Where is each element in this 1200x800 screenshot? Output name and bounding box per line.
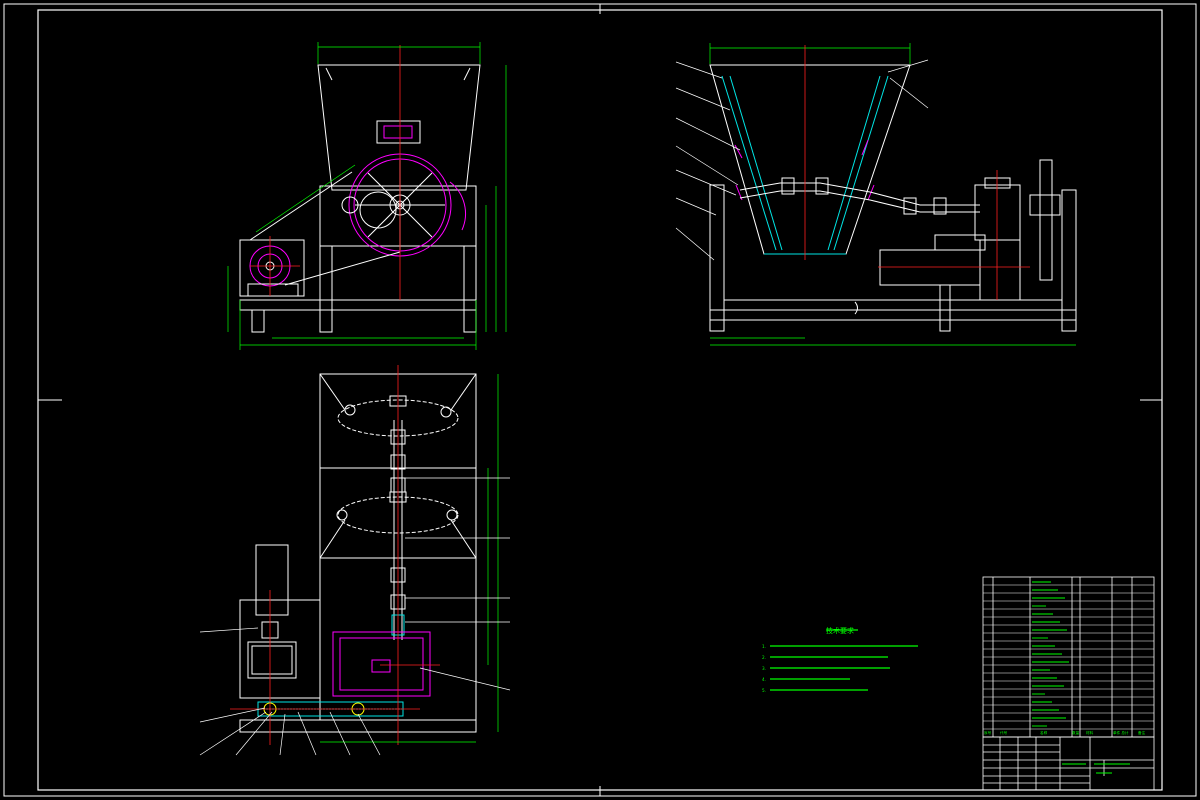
drawing-frame bbox=[3, 3, 1197, 797]
bom-header-label: 备注 bbox=[1138, 730, 1146, 735]
bom-header-label: 名称 bbox=[1040, 730, 1048, 735]
tech-requirements: 技术要求 1. 2. 3. 4. 5. bbox=[762, 626, 918, 693]
tech-requirement-5: 5. bbox=[762, 688, 766, 693]
front-view bbox=[227, 42, 507, 350]
bom-header-label: 数量 bbox=[1072, 730, 1080, 735]
bom-header-label: 单件 总计 bbox=[1113, 730, 1129, 735]
plan-view bbox=[199, 365, 511, 756]
title-block bbox=[982, 736, 1155, 791]
bom-header-label: 代号 bbox=[1000, 730, 1008, 735]
bom-header-label: 序号 bbox=[984, 730, 992, 735]
tech-requirement-3: 3. bbox=[762, 666, 766, 671]
bom-rows: 序号 代号 名称 数量 材料 单件 总计 备注 bbox=[983, 581, 1154, 735]
bom-header-label: 材料 bbox=[1086, 730, 1094, 735]
tech-requirement-1: 1. bbox=[762, 644, 766, 649]
tech-requirement-4: 4. bbox=[762, 677, 766, 682]
side-view bbox=[675, 43, 1077, 346]
tech-requirement-2: 2. bbox=[762, 655, 766, 660]
